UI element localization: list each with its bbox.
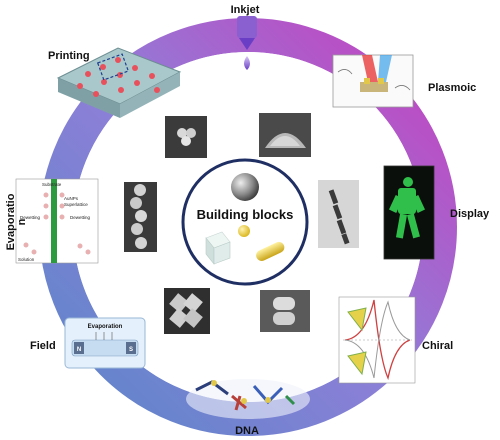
field-electrode-left: N [77,347,81,353]
label-evaporation-line2: n [16,218,28,225]
cube-shape [205,231,231,265]
sem-rod-dimer-image [260,290,310,332]
label-chiral: Chiral [422,340,453,352]
printing-inset [56,47,182,118]
evap-superlattice-label-1: AuNPs [64,196,79,201]
label-inkjet: Inkjet [231,4,260,16]
center-title: Building blocks [197,207,294,222]
evap-superlattice-label-2: Superlattice [64,202,88,207]
evap-dewetting-left: Dewetting [20,215,41,220]
display-inset [383,165,435,260]
plasmoic-inset [332,54,414,108]
label-plasmoic: Plasmoic [428,82,476,94]
chiral-inset [338,296,416,384]
gold-nanorod [256,241,285,261]
sem-trimer-image [165,116,207,158]
sem-cube-assembly-image [164,288,210,334]
label-evaporation-line1: Evaporatio [5,193,17,250]
gold-sphere [238,225,250,237]
sem-nanorod-chain-image [318,180,359,248]
label-display: Display [450,208,490,220]
dna-origami-illustration [186,379,310,419]
sem-supercrystal-image [259,113,311,157]
inkjet-nozzle-icon [237,16,257,70]
field-electrode-right: S [129,347,133,353]
evap-substrate-label: Substrate [42,182,62,187]
label-field: Field [30,340,56,352]
sem-chain-vertical-image [124,182,157,252]
evaporation-inset: Substrate AuNPs Superlattice Dewetting D… [15,178,99,264]
field-inset: Evaporation N S [64,317,146,369]
label-dna: DNA [235,425,259,437]
label-printing: Printing [48,50,90,62]
silver-sphere [231,173,259,201]
field-inset-title: Evaporation [88,324,123,330]
evap-solution-label: Solution [18,257,35,262]
evap-dewetting-right: Dewetting [70,215,91,220]
